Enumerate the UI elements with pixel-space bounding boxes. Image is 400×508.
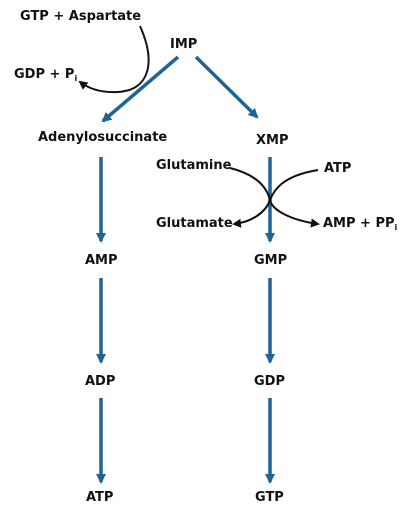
label-atp-cofactor: ATP — [324, 161, 352, 176]
node-gmp: GMP — [254, 253, 288, 268]
curve-gtp-aspartate-to-gdp-pi — [78, 25, 150, 94]
label-amp-ppi-subscript: i — [394, 223, 398, 232]
arrow-imp-to-xmp — [194, 55, 259, 119]
node-atp: ATP — [86, 490, 114, 505]
label-glutamate: Glutamate — [156, 216, 233, 231]
curve-glutamine-to-amp-ppi — [229, 167, 320, 228]
label-gdp-pi-main: GDP + P — [14, 67, 75, 82]
label-amp-ppi: AMP + PPi — [323, 216, 397, 236]
label-gtp-aspartate: GTP + Aspartate — [20, 9, 142, 24]
node-imp: IMP — [170, 37, 198, 52]
curve-atp-to-glutamate — [232, 169, 319, 228]
node-adenylosuccinate: Adenylosuccinate — [38, 130, 168, 145]
label-glutamine: Glutamine — [156, 158, 232, 173]
node-gtp: GTP — [255, 490, 284, 505]
node-xmp: XMP — [256, 133, 289, 148]
node-adp: ADP — [85, 374, 116, 389]
arrow-imp-to-adenylosuccinate — [101, 55, 180, 123]
label-gdp-pi-subscript: i — [74, 74, 78, 83]
node-gdp: GDP — [254, 374, 285, 389]
label-amp-ppi-main: AMP + PP — [323, 216, 395, 231]
node-amp: AMP — [85, 253, 118, 268]
label-gdp-pi: GDP + Pi — [14, 67, 77, 87]
